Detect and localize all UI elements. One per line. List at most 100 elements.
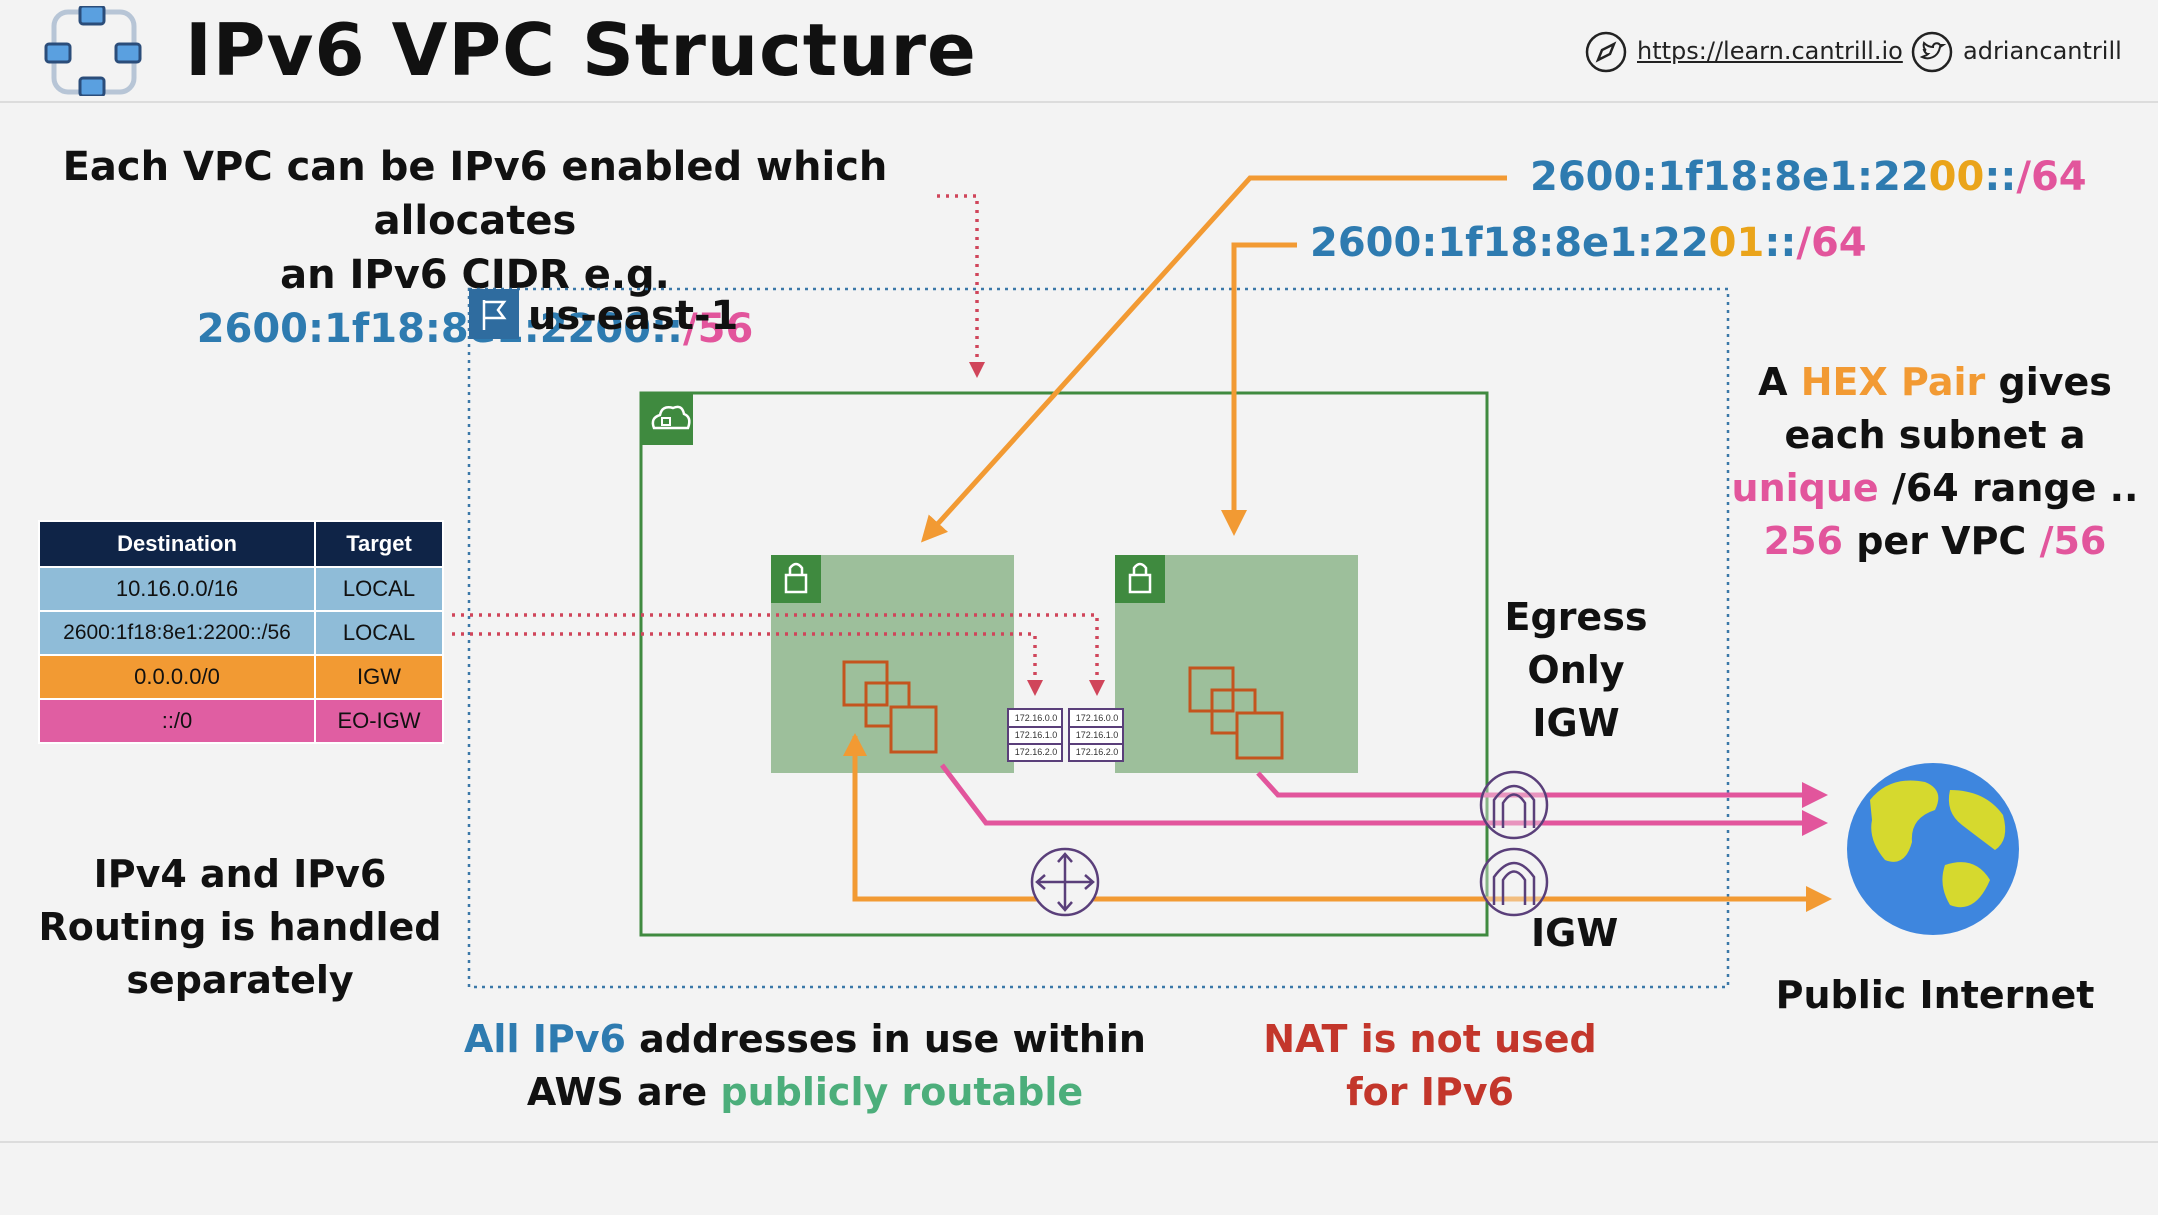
subnet-b-cidr-arrow: [1221, 242, 1297, 536]
route-table: Destination Target 10.16.0.0/16 LOCAL 26…: [38, 520, 444, 744]
mini-row: 172.16.1.0: [1075, 730, 1119, 740]
vpc-cloud-icon: [641, 393, 693, 445]
twitter-bird-icon: [1911, 31, 1953, 73]
hex-note-line-3: unique /64 range ..: [1720, 462, 2150, 515]
mini-table-b-text: 172.16.0.0 172.16.1.0 172.16.2.0: [1071, 710, 1123, 761]
intro-line-2: an IPv6 CIDR e.g. 2600:1f18:8e1:2200::/5…: [20, 248, 930, 356]
hex-note-text: /64 range ..: [1878, 466, 2139, 510]
public-note-highlight: publicly routable: [720, 1070, 1084, 1114]
vpc-network-icon: [44, 6, 142, 96]
public-note-text: addresses in use within: [625, 1017, 1146, 1061]
subnet-a-suffix: /64: [2016, 154, 2087, 200]
region-label: us-east-1: [528, 293, 739, 339]
routing-note-line: separately: [126, 958, 354, 1002]
page-title: IPv6 VPC Structure: [185, 8, 977, 92]
hex-note-text: per VPC: [1843, 519, 2040, 563]
route-target: LOCAL: [314, 566, 444, 612]
subnet-a-tail: ::: [1984, 154, 2017, 200]
compass-icon: [1585, 31, 1627, 73]
lock-icon: [771, 555, 821, 603]
routing-note: IPv4 and IPv6 Routing is handled separat…: [20, 848, 460, 1007]
subnet-a-cidr: 2600:1f18:8e1:2200::/64: [1530, 150, 2087, 204]
region-flag-icon: [469, 289, 519, 339]
mini-route-table-a: [1007, 708, 1063, 762]
hex-note-line-4: 256 per VPC /56: [1720, 515, 2150, 568]
route-destination: 0.0.0.0/0: [38, 654, 316, 700]
region-boundary: [467, 287, 1730, 989]
egress-label-line: Only: [1527, 648, 1625, 692]
hex-note-unique: unique: [1731, 466, 1879, 510]
hex-note-text: gives: [1985, 360, 2112, 404]
instances-icon: [842, 660, 938, 754]
public-routable-note: All IPv6 addresses in use within AWS are…: [440, 1013, 1170, 1119]
instances-icon: [1188, 666, 1284, 760]
route-destination: 10.16.0.0/16: [38, 566, 316, 612]
subnet-b-suffix: /64: [1796, 220, 1867, 266]
igw-icon: [1479, 847, 1549, 917]
public-internet-label: Public Internet: [1775, 973, 2095, 1017]
footer-divider: [0, 1141, 2158, 1143]
nat-note-line: NAT is not used: [1263, 1017, 1597, 1061]
mini-row: 172.16.0.0: [1014, 713, 1058, 723]
globe-icon: [1847, 763, 2019, 935]
twitter-handle[interactable]: adriancantrill: [1963, 37, 2122, 65]
subnet-b-cidr: 2600:1f18:8e1:2201::/64: [1310, 216, 1867, 270]
subnet-a-hex: 00: [1928, 154, 1985, 200]
igw-label: IGW: [1531, 911, 1619, 955]
subnet-a-base: 2600:1f18:8e1:22: [1530, 154, 1929, 200]
hex-note-highlight: HEX Pair: [1800, 360, 1986, 404]
route-target: LOCAL: [314, 610, 444, 656]
hex-note-text: A: [1758, 360, 1801, 404]
vpc-boundary: [639, 391, 1489, 937]
public-note-line-2: AWS are publicly routable: [440, 1066, 1170, 1119]
nat-note-line: for IPv6: [1346, 1070, 1514, 1114]
egress-only-igw-icon: [1479, 770, 1549, 840]
mini-table-a-text: 172.16.0.0 172.16.1.0 172.16.2.0: [1010, 710, 1062, 761]
public-note-line-1: All IPv6 addresses in use within: [440, 1013, 1170, 1066]
mini-route-table-b: [1068, 708, 1124, 762]
lock-icon: [1115, 555, 1165, 603]
egress-only-igw-label: Egress Only IGW: [1476, 591, 1676, 750]
subnet-b-tail: ::: [1764, 220, 1797, 266]
egress-flow-a: [940, 763, 1828, 836]
route-target: IGW: [314, 654, 444, 700]
egress-label-line: IGW: [1532, 701, 1620, 745]
intro-cidr: 2600:1f18:8e1:2200::: [196, 306, 684, 352]
mini-row: 172.16.2.0: [1075, 747, 1119, 757]
subnet-b-hex: 01: [1708, 220, 1765, 266]
table-row: 0.0.0.0/0 IGW: [38, 654, 444, 700]
egress-label-line: Egress: [1504, 595, 1648, 639]
route-pointer-b: [452, 613, 1105, 696]
router-icon: [1030, 847, 1100, 917]
public-note-highlight: All IPv6: [464, 1017, 626, 1061]
table-row: ::/0 EO-IGW: [38, 698, 444, 744]
hex-note-line-2: each subnet a: [1784, 413, 2086, 457]
egress-flow-b: [1256, 771, 1828, 808]
hex-note-suffix: /56: [2039, 519, 2107, 563]
mini-row: 172.16.2.0: [1014, 747, 1058, 757]
routing-note-line: IPv4 and IPv6: [93, 852, 387, 896]
intro-text: Each VPC can be IPv6 enabled which alloc…: [20, 140, 930, 356]
route-destination: ::/0: [38, 698, 316, 744]
igw-flow-arrowhead-up: [843, 733, 867, 756]
intro-cidr-suffix: /56: [683, 306, 754, 352]
table-row: 10.16.0.0/16 LOCAL: [38, 566, 444, 612]
hex-pair-note: A HEX Pair gives each subnet a unique /6…: [1720, 356, 2150, 568]
table-row: 2600:1f18:8e1:2200::/56 LOCAL: [38, 610, 444, 656]
route-table-header-target: Target: [314, 520, 444, 568]
subnet-b-base: 2600:1f18:8e1:22: [1310, 220, 1709, 266]
route-destination: 2600:1f18:8e1:2200::/56: [38, 610, 316, 656]
course-link[interactable]: https://learn.cantrill.io: [1637, 37, 1903, 65]
route-target: EO-IGW: [314, 698, 444, 744]
route-table-header-destination: Destination: [38, 520, 316, 568]
public-note-text: AWS are: [526, 1070, 721, 1114]
vpc-cidr-pointer: [937, 194, 985, 378]
header-divider: [0, 101, 2158, 103]
hex-note-line-1: A HEX Pair gives: [1720, 356, 2150, 409]
mini-row: 172.16.0.0: [1075, 713, 1119, 723]
routing-note-line: Routing is handled: [38, 905, 442, 949]
mini-row: 172.16.1.0: [1014, 730, 1058, 740]
intro-line-1: Each VPC can be IPv6 enabled which alloc…: [62, 144, 888, 244]
hex-note-count: 256: [1763, 519, 1843, 563]
